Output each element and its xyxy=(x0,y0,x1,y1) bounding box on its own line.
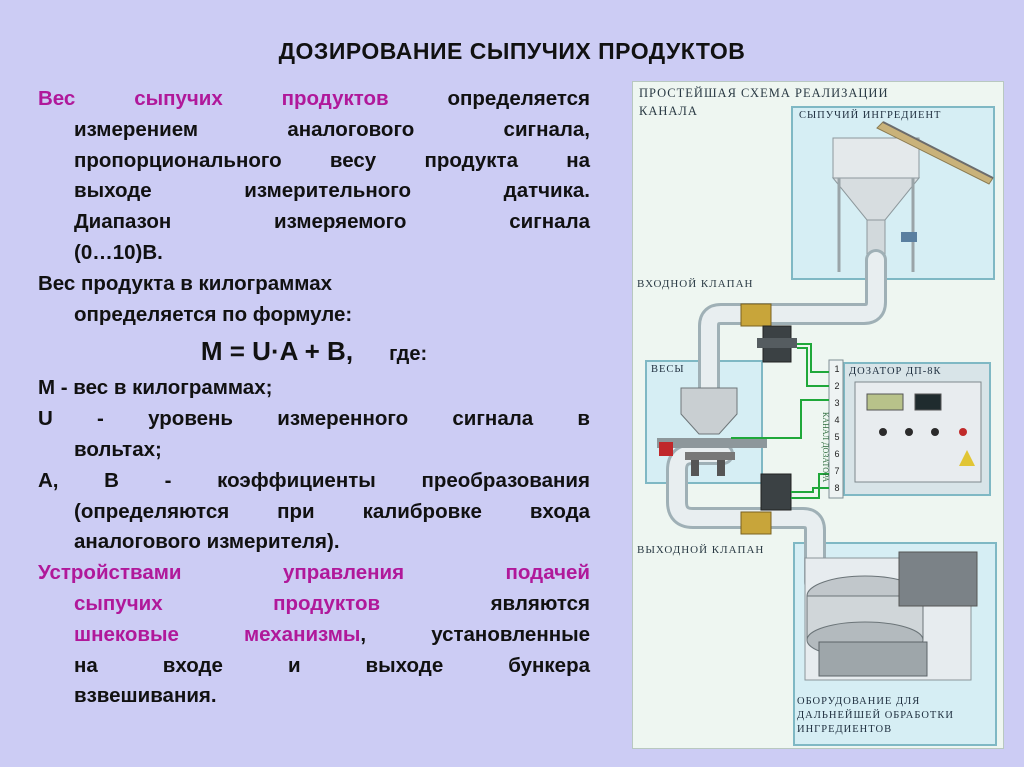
paragraph-line: сыпучих продуктов являются xyxy=(38,589,590,620)
paragraph-line: измерением аналогового сигнала, xyxy=(74,117,590,141)
formula-expression: M = U·A + B, xyxy=(200,336,354,367)
definition-ab-cont: (определяются при калибровке входа xyxy=(74,499,590,523)
paragraph-weight-line: Вес сыпучих продуктов определяется xyxy=(38,84,590,115)
terminal-numbers: 1 2 3 4 5 6 7 8 xyxy=(831,361,843,497)
doser-label: ДОЗАТОР ДП-8К xyxy=(849,366,942,377)
terminal-number: 8 xyxy=(834,483,840,493)
output-valve xyxy=(740,473,792,535)
terminal-number: 2 xyxy=(834,381,840,391)
paragraph-line: (0…10)В. xyxy=(74,240,163,264)
diagram-header-2: КАНАЛА xyxy=(639,104,698,118)
formula-where: где: xyxy=(389,343,428,366)
terminal-number: 3 xyxy=(834,398,840,408)
terminal-number: 1 xyxy=(834,364,840,374)
paragraph-line: пропорционального весу продукта на xyxy=(74,148,590,172)
terminal-number: 7 xyxy=(834,466,840,476)
definition-u-cont: вольтах; xyxy=(74,437,162,461)
mixer-equipment xyxy=(804,551,978,681)
scheme-diagram: ПРОСТЕЙШАЯ СХЕМА РЕАЛИЗАЦИИ КАНАЛА СЫПУЧ… xyxy=(632,81,1004,749)
green-wires xyxy=(731,343,829,499)
paragraph-line: Вес продукта в килограммах xyxy=(38,271,333,295)
definition-ab: А, В - коэффициенты преобразования xyxy=(38,468,590,492)
paragraph-line: определяется по формуле: xyxy=(74,302,353,326)
definition-ab-cont: аналогового измерителя). xyxy=(74,530,340,554)
equipment-label-2: ДАЛЬНЕЙШЕЙ ОБРАБОТКИ xyxy=(797,710,954,721)
ingredient-label: СЫПУЧИЙ ИНГРЕДИЕНТ xyxy=(799,110,942,121)
output-valve-label: ВЫХОДНОЙ КЛАПАН xyxy=(637,544,765,556)
definition-m: М - вес в килограммах; xyxy=(38,376,273,400)
text-segment: определяется xyxy=(447,87,590,110)
term-bulk-products: сыпучих продуктов xyxy=(74,591,381,615)
input-valve-label: ВХОДНОЙ КЛАПАН xyxy=(637,278,754,290)
text-segment: являются xyxy=(490,591,590,615)
equipment-label-3: ИНГРЕДИЕНТОВ xyxy=(797,724,893,735)
scales-hopper xyxy=(657,387,767,476)
terminal-number: 5 xyxy=(834,432,840,442)
paragraph-line: шнековые механизмы, установленные xyxy=(38,620,590,651)
terminal-number: 4 xyxy=(834,415,840,425)
silo-graphic xyxy=(831,121,994,272)
text-segment: , установленные xyxy=(360,622,590,646)
paragraph-line: выходе измерительного датчика. xyxy=(74,179,590,203)
terminal-number: 6 xyxy=(834,449,840,459)
term-screw-mechanisms: шнековые механизмы xyxy=(74,622,361,646)
formula: M = U·A + B, где: xyxy=(38,334,590,371)
scales-label: ВЕСЫ xyxy=(651,364,685,375)
doser-device xyxy=(854,381,982,483)
equipment-label-1: ОБОРУДОВАНИЕ ДЛЯ xyxy=(797,696,921,707)
paragraph-line: взвешивания. xyxy=(74,684,217,708)
diagram-graphics: КАНАЛ ДОЗАТОРА xyxy=(657,121,994,681)
slide-title: ДОЗИРОВАНИЕ СЫПУЧИХ ПРОДУКТОВ xyxy=(278,38,746,64)
cable-label: КАНАЛ ДОЗАТОРА xyxy=(821,412,830,482)
body-text: Вес сыпучих продуктов определяется измер… xyxy=(38,84,590,712)
paragraph-line: Устройствами управления подачей xyxy=(38,561,590,585)
paragraph-line: Диапазон измеряемого сигнала xyxy=(74,210,590,234)
diagram-header: ПРОСТЕЙШАЯ СХЕМА РЕАЛИЗАЦИИ xyxy=(639,86,889,100)
term-bulk-weight: Вес сыпучих продуктов xyxy=(38,87,389,110)
definition-u: U - уровень измеренного сигнала в xyxy=(38,407,590,431)
terminal-block xyxy=(828,359,844,499)
paragraph-line: на входе и выходе бункера xyxy=(74,653,590,677)
input-valve xyxy=(740,303,797,363)
pipes xyxy=(666,249,887,593)
